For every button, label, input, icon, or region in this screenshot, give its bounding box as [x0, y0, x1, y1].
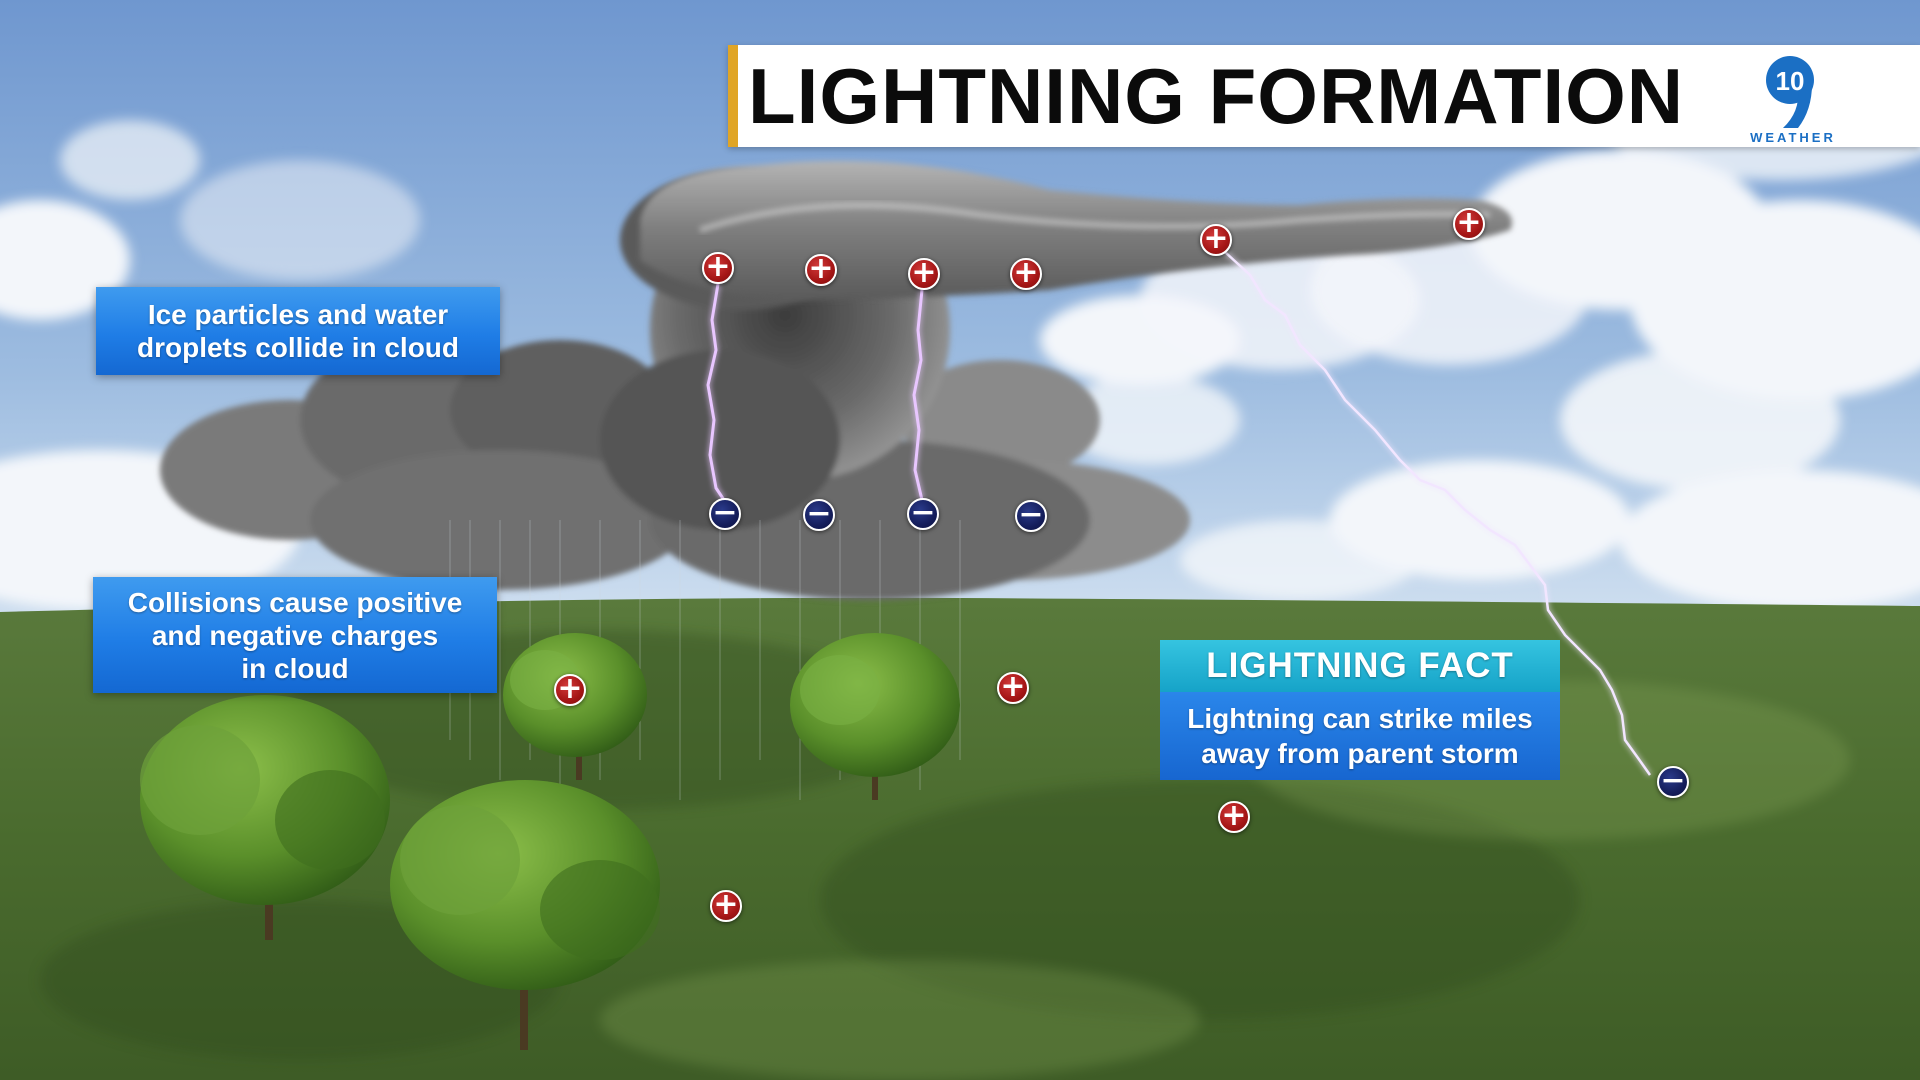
title-accent — [728, 45, 738, 147]
lightning-bolt — [706, 283, 726, 501]
lightning-fact-body: Lightning can strike miles away from par… — [1160, 692, 1560, 780]
tree — [790, 633, 960, 800]
lightning-fact-header: LIGHTNING FACT — [1160, 640, 1560, 692]
positive-charge-icon: + — [1453, 208, 1485, 240]
lightning-bolt — [912, 289, 924, 501]
positive-charge-icon: + — [554, 674, 586, 706]
negative-charge-icon: − — [1657, 766, 1689, 798]
positive-charge-icon: + — [1010, 258, 1042, 290]
tree — [390, 780, 660, 1050]
positive-charge-icon: + — [710, 890, 742, 922]
positive-charge-icon: + — [702, 252, 734, 284]
lightning-fact-text: Lightning can strike miles away from par… — [1187, 703, 1533, 769]
lightning-bolt-long — [1224, 251, 1652, 776]
label-charges: Collisions cause positive and negative c… — [93, 577, 497, 693]
negative-charge-icon: − — [709, 498, 741, 530]
station-logo: 10 WEATHER — [1728, 50, 1858, 146]
label-charges-text: Collisions cause positive and negative c… — [127, 586, 463, 684]
title-bar: LIGHTNING FORMATION — [728, 45, 1920, 147]
negative-charge-icon: − — [1015, 500, 1047, 532]
negative-charge-icon: − — [907, 498, 939, 530]
label-collide-text: Ice particles and water droplets collide… — [136, 299, 460, 363]
anvil-cloud — [640, 160, 1512, 300]
tree — [140, 695, 390, 940]
negative-charge-icon: − — [803, 499, 835, 531]
logo-wordmark: WEATHER — [1750, 130, 1836, 145]
positive-charge-icon: + — [997, 672, 1029, 704]
lightning-bolts — [706, 283, 924, 501]
logo-number: 10 — [1776, 66, 1805, 96]
positive-charge-icon: + — [908, 258, 940, 290]
label-collide: Ice particles and water droplets collide… — [96, 287, 500, 375]
station-9-10-logo-icon: 10 — [1766, 56, 1814, 128]
positive-charge-icon: + — [1200, 224, 1232, 256]
page-title: LIGHTNING FORMATION — [748, 52, 1685, 140]
positive-charge-icon: + — [1218, 801, 1250, 833]
positive-charge-icon: + — [805, 254, 837, 286]
